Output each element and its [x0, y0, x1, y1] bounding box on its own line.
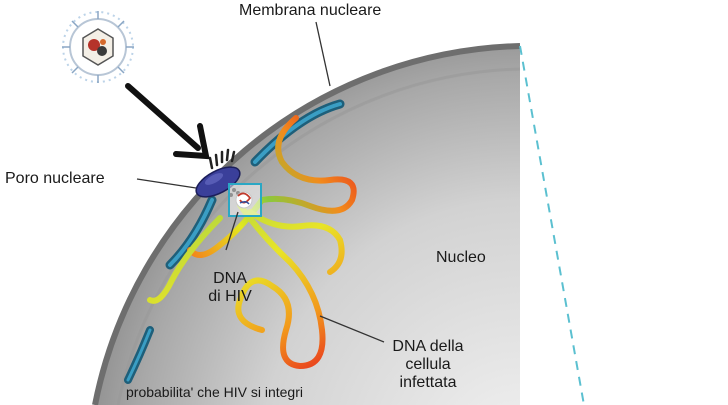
leader-lines — [136, 21, 385, 343]
leader-membrane — [315, 21, 331, 87]
label-cell-dna: DNA della cellula infettata — [374, 338, 482, 392]
dashed-cut-line — [519, 45, 585, 405]
label-nucleus: Nucleo — [436, 249, 486, 266]
label-hiv-dna: DNA di HIV — [195, 270, 265, 306]
membrane-patches — [124, 99, 345, 384]
hiv-virion-icon — [62, 11, 134, 83]
arrow-icon — [125, 83, 210, 160]
leader-hiv-dna — [225, 211, 239, 251]
leader-pore — [136, 178, 197, 189]
nuclear-membrane-rim — [92, 43, 521, 405]
label-hiv-dna-line1: DNA — [213, 270, 247, 287]
label-cell-dna-line3: infettata — [399, 373, 457, 391]
label-hiv-dna-line2: di HIV — [208, 287, 252, 305]
cell-dna-strands — [147, 115, 357, 370]
integration-caption: probabilita' che HIV si integri — [126, 384, 303, 400]
label-cell-dna-line2: cellula — [405, 355, 451, 373]
hiv-dna-marker-icon — [228, 183, 262, 217]
nuclear-membrane-inner — [116, 67, 521, 405]
label-nuclear-membrane: Membrana nucleare — [239, 2, 382, 19]
label-nuclear-pore: Poro nucleare — [5, 170, 105, 187]
leader-cell-dna — [319, 315, 385, 343]
label-cell-dna-line1: DNA della — [392, 338, 464, 355]
